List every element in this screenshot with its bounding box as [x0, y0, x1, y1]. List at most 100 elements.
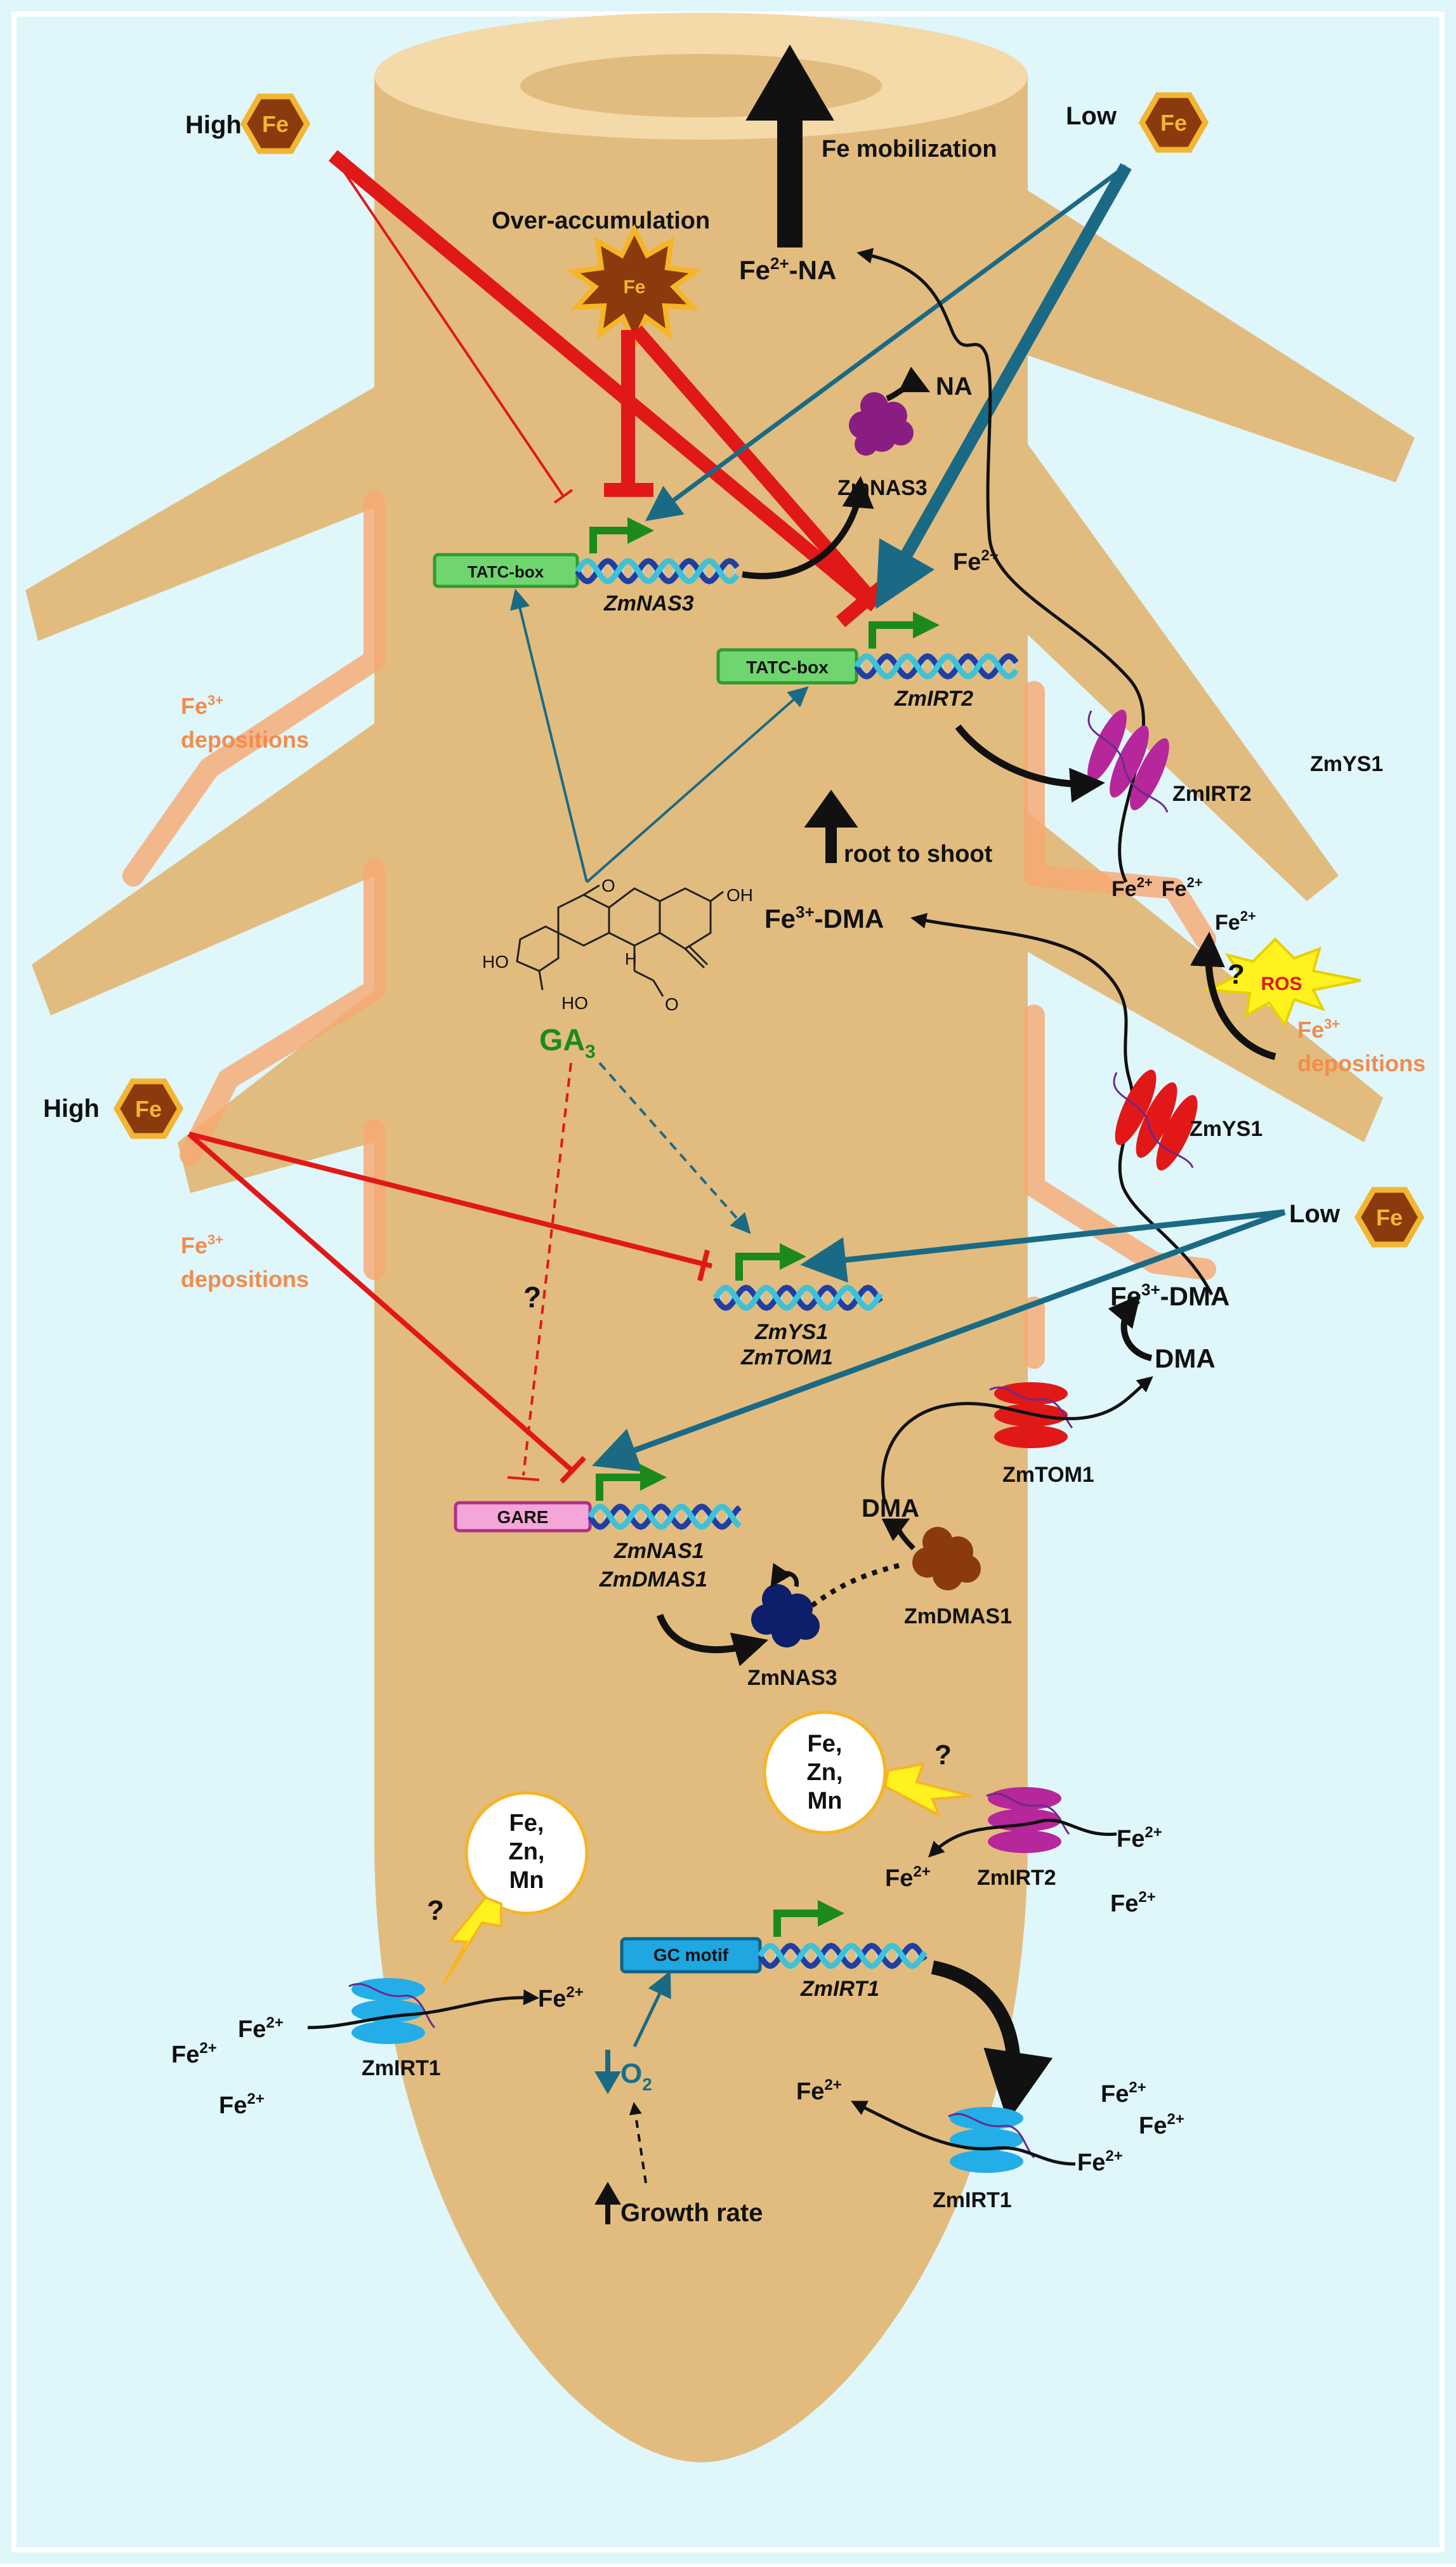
question-lower-metal: ? [427, 1895, 444, 1926]
fe-label: Fe [1376, 1204, 1403, 1231]
ga3-o2-label: O [665, 994, 679, 1014]
fe-hexagon-icon [240, 93, 311, 154]
root-cut-inner [520, 54, 882, 117]
gene-zmnas1-label: ZmNAS1 [613, 1539, 704, 1563]
dna-helix-icon [758, 1943, 928, 1969]
svg-text:Fe,: Fe, [509, 1810, 544, 1837]
gene-zmtom1-label: ZmTOM1 [740, 1345, 833, 1369]
o2-label: O2 [620, 2058, 652, 2094]
metal-circle-lower: Fe, Zn, Mn [464, 1791, 589, 1915]
fe-mobilization-label: Fe mobilization [822, 136, 997, 162]
question-gare: ? [523, 1281, 541, 1314]
fe2-label-zmirt1-out: Fe2+ [538, 1984, 584, 2012]
fe3-depositions-left-lower: Fe3+depositions [181, 1232, 309, 1292]
o2-to-gc-motif-arrow [633, 1970, 671, 2048]
zmdmas1-protein: ZmDMAS1 [904, 1527, 1012, 1628]
low-fe-to-zmnas3-arrow [645, 164, 1128, 522]
fe3-depositions-left-upper: Fe3+depositions [181, 692, 309, 753]
dma-label-mid: DMA [862, 1495, 919, 1522]
zmirt2-gene-to-protein-arrow [955, 724, 1105, 803]
dna-strand [854, 653, 1019, 680]
lightning-icon [443, 1896, 502, 1984]
svg-text:Zn,: Zn, [807, 1759, 843, 1786]
high-label-mid: High [43, 1095, 100, 1123]
dna-strand [587, 1503, 742, 1530]
zmirt2-bottom-uptake-line [928, 1818, 1117, 1858]
dna-helix-icon [713, 1284, 883, 1311]
transcription-arrow-icon [773, 1900, 844, 1937]
fe2-label-zmirt1-l2: Fe2+ [171, 2040, 217, 2068]
fe2-fe2-label: Fe2+Fe2+ [1112, 874, 1203, 901]
lightning-icon [883, 1762, 971, 1818]
na-label: NA [936, 373, 973, 400]
fe2-label-zmirt1-r2: Fe2+ [1139, 2111, 1184, 2139]
lateral-root-right-upper [1028, 444, 1339, 901]
transporter-icon [348, 1978, 436, 2044]
fe-hexagon-low-top: Fe [1138, 92, 1209, 153]
metal-circle-upper: Fe, Zn, Mn [763, 1710, 887, 1835]
transcription-arrow-icon [596, 1464, 667, 1501]
dma-label-right: DMA [1155, 1343, 1216, 1373]
zmnas3-to-na-arrow [886, 366, 931, 402]
zmnas3-to-zmdmas1-dotted [810, 1562, 905, 1608]
fe2-label-upper: Fe2+ [953, 547, 999, 576]
fe3-dma-transport-line [910, 913, 1214, 1296]
ga3-to-zmnas3-arrow [510, 588, 588, 883]
ros-label: ROS [1261, 973, 1302, 994]
dna-strand [575, 558, 740, 584]
dma-to-fe3-dma-arrow [1108, 1294, 1153, 1361]
fe-hexagon-icon [113, 1078, 184, 1139]
fe-hexagon-icon [1138, 92, 1209, 153]
dna-helix-icon [587, 1503, 742, 1530]
dna-strand [758, 1943, 928, 1969]
growth-rate-label: Growth rate [620, 2199, 763, 2227]
fe-hexagon-high-top: Fe [240, 93, 311, 154]
zmirt1-left-label: ZmIRT1 [362, 2056, 441, 2080]
low-fe-to-gare-arrow [591, 1209, 1286, 1472]
fe2-label-zmirt1-l3: Fe2+ [219, 2090, 265, 2119]
ga3-o-label: O [601, 876, 615, 895]
gene-zmirt1-label: ZmIRT1 [800, 1977, 879, 2001]
zmnas3-bottom-loop-arrow [770, 1562, 799, 1588]
high-fe-zmys1-bar [697, 1250, 710, 1281]
zmirt1-transporter-right: ZmIRT1 [933, 2107, 1035, 2212]
fe2-label-zmirt1-r-out: Fe2+ [796, 2076, 842, 2105]
ga3-oh-label: OH [726, 885, 753, 905]
gene-zmirt1-construct: GC motif ZmIRT1 [620, 1900, 928, 2001]
lateral-root-left-upper [32, 723, 374, 1015]
ga3-structure-icon [516, 884, 724, 997]
question-upper-metal: ? [935, 1739, 952, 1771]
fe2-label-zmirt1-l1: Fe2+ [238, 2014, 284, 2043]
fe2-label-ros: Fe2+ [1215, 908, 1256, 935]
gene-zmdmas1-label: ZmDMAS1 [599, 1567, 707, 1592]
transcription-arrow-icon [589, 517, 654, 553]
ga3-gare-inhibit-bar [507, 1476, 540, 1481]
fe2-label-zmirt1-r3: Fe2+ [1077, 2148, 1123, 2176]
high-fe-to-gare-inhibit [187, 1132, 576, 1475]
fe-label: Fe [623, 277, 645, 298]
fe3-depositions-right: Fe3+depositions [1297, 1016, 1426, 1076]
gene-zmnas3-construct: TATC-box ZmNAS3 [433, 517, 740, 616]
fe-overload-starburst: Fe [567, 224, 702, 349]
gene-to-zmnas3-arrow [742, 476, 874, 579]
gc-motif-label: GC motif [653, 1945, 729, 1965]
tatc-box-1-label: TATC-box [468, 562, 544, 581]
zmirt2-transporter-top: ZmIRT2 [1087, 709, 1252, 813]
fe-label: Fe [262, 111, 289, 137]
high-fe-gare-bar [560, 1456, 586, 1484]
zmnas3-protein-top: ZmNAS3 [837, 392, 928, 500]
zmirt1-right-label: ZmIRT1 [933, 2188, 1012, 2212]
fe-mobilization-arrow [745, 44, 834, 247]
zmirt1-right-uptake-line [851, 2101, 1076, 2166]
fe-hexagon-low-mid: Fe [1354, 1187, 1425, 1248]
zmtom1-protein-label: ZmTOM1 [1002, 1463, 1094, 1487]
transporter-icon [1113, 1069, 1198, 1171]
transporter-icon [948, 2107, 1035, 2173]
dna-helix-icon [854, 653, 1019, 680]
ga3-to-zmys1-dashed-arrow [598, 1062, 751, 1234]
svg-text:Fe,: Fe, [808, 1731, 843, 1757]
fe2-na-label: Fe2+-NA [739, 254, 836, 285]
lateral-root-right-lower [1028, 812, 1383, 1142]
dna-helix-icon [575, 558, 740, 584]
